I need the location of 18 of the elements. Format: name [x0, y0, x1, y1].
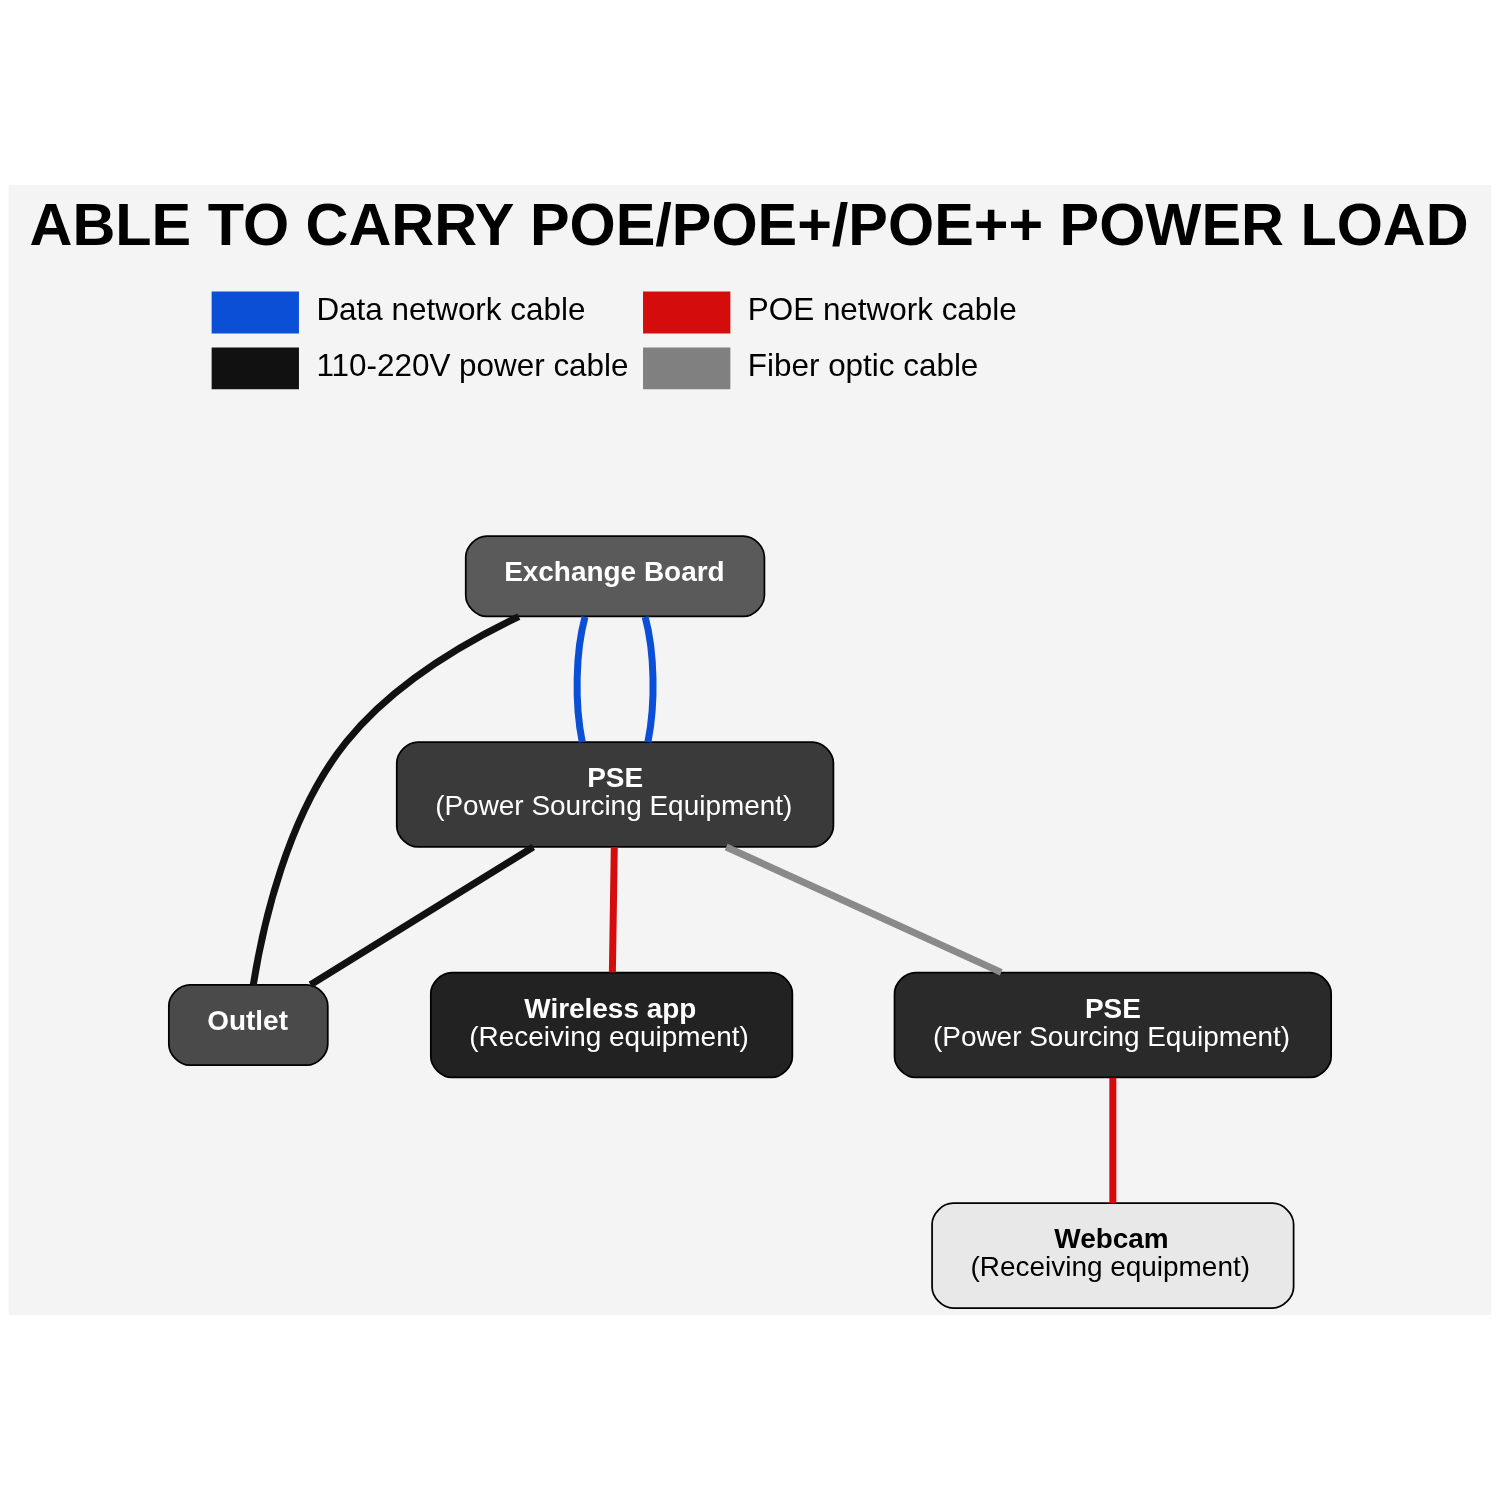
legend-label: Fiber optic cable: [747, 348, 979, 384]
connector: [641, 616, 657, 743]
legend-label: POE network cable: [747, 292, 1017, 328]
legend-label: 110-220V power cable: [316, 348, 629, 384]
legend-label: Data network cable: [316, 292, 586, 328]
node-box: PSE (Power Sourcing Equipment): [893, 971, 1333, 1079]
node-box: Webcam (Receiving equipment): [931, 1202, 1295, 1309]
diagram-title: ABLE TO CARRY POE/POE+/POE++ POWER LOAD: [29, 190, 1469, 258]
node-box: Exchange Board: [464, 535, 766, 618]
connector: [249, 613, 521, 986]
connector: [1109, 1077, 1117, 1204]
node-box: PSE (Power Sourcing Equipment): [395, 741, 835, 848]
node-box: Wireless app (Receiving equipment): [429, 971, 794, 1079]
node-box: Outlet: [167, 984, 329, 1067]
connector: [308, 844, 536, 988]
connector: [608, 847, 618, 973]
connector: [724, 843, 1003, 976]
connector: [573, 616, 589, 743]
